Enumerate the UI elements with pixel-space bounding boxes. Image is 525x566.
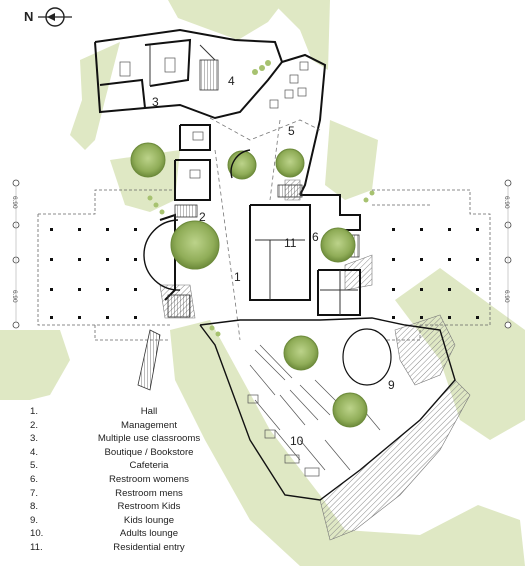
legend-number: 1. [30,406,39,417]
legend-item: 4. Boutique / Bookstore [30,446,240,460]
furniture [119,57,381,477]
north-arrow-icon [38,7,72,27]
interior-partitions [149,44,358,315]
room-number-6: 6 [312,230,319,244]
legend-label: Kids lounge [123,514,175,526]
legend-item: 6. Restroom womens [30,473,240,487]
legend-number: 6. [30,473,39,485]
legend-label: Multiple use classrooms [97,433,201,445]
legend-number: 2. [30,419,39,431]
legend-item: 1. Hall [30,405,240,419]
legend-label: Adults lounge [119,528,179,540]
legend-item: 7. Restroom mens [30,487,240,501]
legend-item: 8. Restroom Kids [30,500,240,514]
legend-label: Restroom womens [109,473,189,485]
room-number-4: 4 [228,74,235,88]
legend-number: 3. [30,433,39,445]
right-wing [372,189,491,341]
lounge-outline [199,317,456,501]
legend-number: 10. [30,528,44,540]
room-number-1: 1 [234,270,241,284]
legend-number: 8. [30,501,39,513]
legend-label: Hall [140,406,158,417]
legend-item: 10. Adults lounge [30,527,240,541]
legend-number: 4. [30,446,39,458]
planter-circles [143,149,251,291]
north-label: N [24,9,34,24]
legend-item: 5. Cafeteria [30,459,240,473]
room-number-11: 11 [284,236,297,250]
dimension-right-bottom: 6.90 [503,290,510,303]
lobby-dashed-outline [209,117,321,341]
room-number-5: 5 [288,124,295,138]
axis-lines [15,186,509,322]
columns [50,228,479,319]
legend-item: 11. Residential entry [30,541,240,555]
hatched-zones [159,179,471,541]
room-number-3: 3 [152,95,159,109]
legend-number: 11. [30,541,43,553]
legend-label: Restroom mens [115,487,183,499]
legend-item: 3. Multiple use classrooms [30,432,240,446]
room-number-2: 2 [199,210,206,224]
legend-number: 5. [30,460,39,472]
legend-label: Cafeteria [129,460,169,472]
legend-item: 9. Kids lounge [30,514,240,528]
room-number-9: 9 [388,378,395,392]
legend-number: 7. [30,487,39,499]
legend: 1. Hall 2. Management 3. Multiple use class… [30,405,240,555]
legend-item: 2. Management [30,419,240,433]
legend-label: Management [121,419,177,431]
trees [130,142,368,428]
dimension-right-top: 6.90 [503,196,510,209]
legend-number: 9. [30,514,39,526]
legend-label: Boutique / Bookstore [104,446,194,458]
shrubs [147,60,375,337]
left-wing [37,189,175,341]
kids-lounge-room [342,328,392,386]
dimension-left-top: 6.90 [11,196,18,209]
room-number-10: 10 [290,434,304,448]
dimension-left-bottom: 6.90 [11,290,18,303]
legend-label: Residential entry [113,541,185,553]
legend-label: Restroom Kids [117,501,181,513]
